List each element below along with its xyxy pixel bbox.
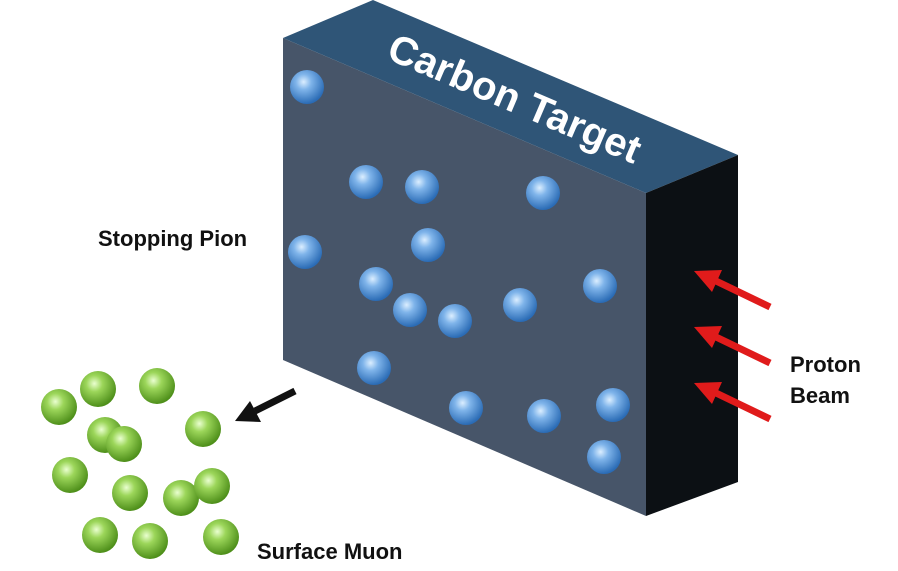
muon-particle [106, 426, 142, 462]
muon-particle [41, 389, 77, 425]
proton-beam-arrows [694, 270, 772, 423]
pion-particle [349, 165, 383, 199]
pion-particle [583, 269, 617, 303]
emission-arrow [235, 387, 297, 422]
pion-particle [596, 388, 630, 422]
pion-particle [527, 399, 561, 433]
beam-arrow [694, 326, 772, 367]
target-side-face [646, 155, 738, 516]
pion-particle [438, 304, 472, 338]
pion-particle [411, 228, 445, 262]
pion-particle [587, 440, 621, 474]
pion-particle [359, 267, 393, 301]
muon-particle [52, 457, 88, 493]
pion-particle [503, 288, 537, 322]
muon-particle [112, 475, 148, 511]
pion-particle [405, 170, 439, 204]
muon-particle [82, 517, 118, 553]
muon-particle [163, 480, 199, 516]
beam-arrow [694, 382, 772, 423]
muon-particle [185, 411, 221, 447]
muon-particle [194, 468, 230, 504]
proton-beam-label-line1: Proton [790, 352, 861, 377]
muon-particle [132, 523, 168, 559]
muon-particle [139, 368, 175, 404]
muon-particle [80, 371, 116, 407]
surface-muons [41, 368, 239, 559]
pion-particle [357, 351, 391, 385]
pion-particle [449, 391, 483, 425]
stopping-pion-label: Stopping Pion [98, 226, 247, 251]
pion-particle [288, 235, 322, 269]
pion-particle [393, 293, 427, 327]
carbon-target: Carbon Target [283, 0, 738, 516]
proton-beam-label-line2: Beam [790, 383, 850, 408]
stopping-pions [288, 70, 630, 474]
target-top-face [283, 0, 738, 193]
target-front-face [283, 38, 646, 516]
muon-particle [203, 519, 239, 555]
beam-arrow [694, 270, 772, 311]
pion-particle [290, 70, 324, 104]
surface-muon-label: Surface Muon [257, 539, 402, 564]
pion-particle [526, 176, 560, 210]
